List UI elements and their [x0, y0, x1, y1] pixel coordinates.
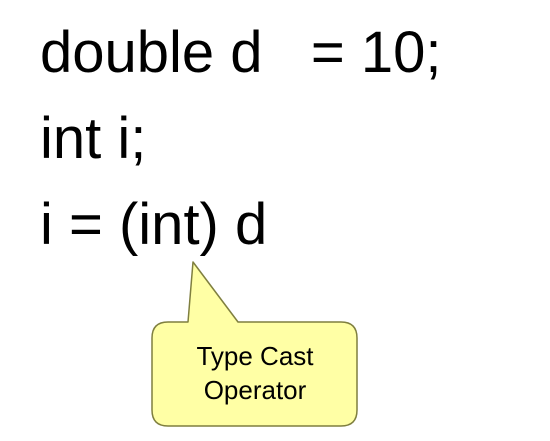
callout-label-line-1: Type Cast [196, 341, 314, 372]
code-line-int-declaration: int i; [40, 106, 147, 171]
code-line-double-declaration: double d = 10; [40, 20, 442, 85]
callout-label-line-2: Operator [203, 375, 307, 405]
callout-label: Type Cast Operator [152, 322, 358, 426]
callout-shape [151, 261, 358, 427]
code-line-type-cast-assignment: i = (int) d [40, 192, 268, 257]
